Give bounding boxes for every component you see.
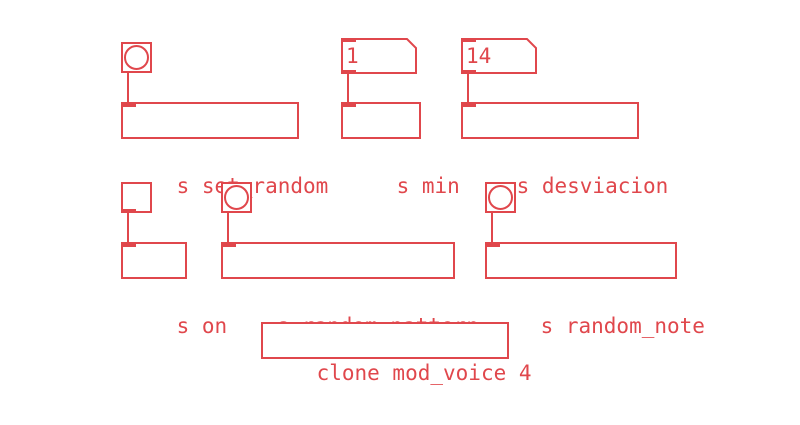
wire-toggle-to-on	[127, 212, 129, 243]
outlet-icon	[341, 70, 356, 74]
outlet-icon	[121, 209, 136, 213]
inlet-icon	[341, 38, 356, 42]
send-random-pattern-object[interactable]: s random_pattern	[221, 242, 479, 338]
object-label: s desviacion	[516, 174, 669, 198]
number-box-outline	[341, 38, 417, 74]
send-on-object[interactable]: s on	[121, 242, 227, 338]
wire-bang-to-random-note	[491, 212, 493, 243]
number-box-min[interactable]: 1	[341, 38, 417, 74]
inlet-icon	[121, 242, 136, 247]
toggle-on[interactable]	[121, 182, 152, 213]
bang-icon	[124, 45, 149, 70]
bang-icon	[488, 185, 513, 210]
inlet-icon	[221, 242, 236, 247]
bang-set-random[interactable]	[121, 42, 152, 73]
wire-bang-to-set-random	[127, 72, 129, 103]
wire-desviacion	[467, 73, 469, 103]
object-label: s min	[396, 174, 460, 198]
inlet-icon	[461, 38, 476, 42]
send-set-random-object[interactable]: s set_random	[121, 102, 328, 198]
wire-min	[347, 73, 349, 103]
bang-icon	[224, 185, 249, 210]
number-value: 14	[466, 44, 492, 68]
inlet-icon	[485, 242, 500, 247]
number-box-outline	[461, 38, 537, 74]
object-label: s random_note	[540, 314, 705, 338]
wire-bang-to-random-pattern	[227, 212, 229, 243]
object-label: s set_random	[176, 174, 329, 198]
number-box-desviacion[interactable]: 14	[461, 38, 537, 74]
inlet-icon	[121, 102, 136, 107]
number-value: 1	[346, 44, 359, 68]
bang-random-note[interactable]	[485, 182, 516, 213]
bang-random-pattern[interactable]	[221, 182, 252, 213]
send-desviacion-object[interactable]: s desviacion	[461, 102, 668, 198]
send-random-note-object[interactable]: s random_note	[485, 242, 705, 338]
outlet-icon	[461, 70, 476, 74]
object-label: clone mod_voice 4	[316, 361, 532, 385]
object-label: s on	[176, 314, 228, 338]
send-min-object[interactable]: s min	[341, 102, 460, 198]
inlet-icon	[341, 102, 356, 107]
inlet-icon	[461, 102, 476, 107]
clone-object[interactable]: clone mod_voice 4	[261, 322, 532, 385]
